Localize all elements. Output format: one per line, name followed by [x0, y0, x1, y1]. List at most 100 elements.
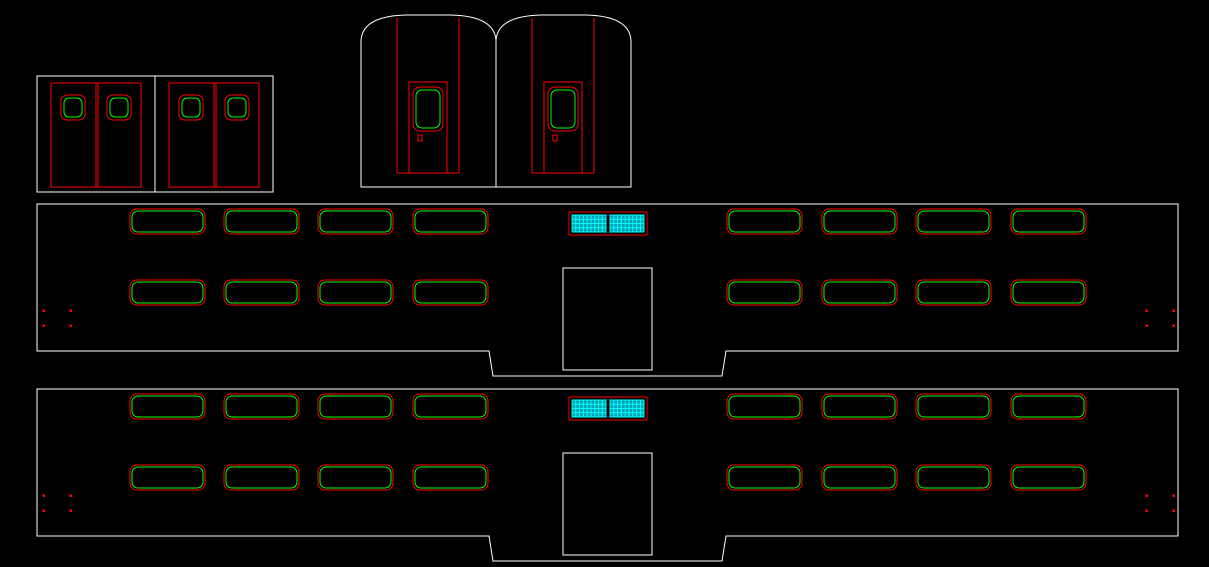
marker-dot — [69, 509, 72, 512]
side-window-frame — [1010, 464, 1087, 491]
side-window-glass — [917, 466, 990, 489]
side-window-frame — [726, 393, 803, 420]
side-window-frame — [726, 464, 803, 491]
side-window-frame — [129, 208, 206, 235]
side-window-frame — [317, 393, 394, 420]
double-door-panel — [154, 75, 274, 193]
door-panel-outline — [154, 75, 274, 193]
marker-dot — [1145, 309, 1148, 312]
side-window-glass — [319, 466, 392, 489]
side-window-glass — [728, 281, 801, 304]
car-body-outline — [36, 203, 1179, 377]
side-window-frame — [1010, 393, 1087, 420]
side-window-frame — [317, 464, 394, 491]
marker-dot — [1172, 494, 1175, 497]
side-window-glass — [823, 210, 896, 233]
side-window-frame — [223, 393, 300, 420]
marker-dot — [42, 494, 45, 497]
vent-grille-frame — [568, 396, 648, 421]
end-door-window-glass — [415, 89, 441, 129]
side-window-glass — [319, 395, 392, 418]
side-window-frame — [317, 208, 394, 235]
side-window-frame — [412, 464, 489, 491]
car-end-profile — [360, 14, 497, 188]
end-door-window-frame — [412, 86, 444, 132]
side-window-frame — [129, 464, 206, 491]
door-window-frame — [60, 94, 86, 121]
marker-dot — [1145, 509, 1148, 512]
door-window-frame — [178, 94, 204, 121]
side-window-frame — [915, 208, 992, 235]
end-door-handle — [417, 134, 423, 142]
marker-dot — [1172, 509, 1175, 512]
side-window-glass — [225, 466, 298, 489]
side-window-frame — [915, 279, 992, 306]
side-window-glass — [414, 281, 487, 304]
vent-grille-frame — [568, 211, 648, 236]
side-window-glass — [131, 281, 204, 304]
side-window-glass — [728, 466, 801, 489]
side-window-frame — [129, 393, 206, 420]
door-window-glass — [227, 97, 247, 118]
side-window-glass — [823, 466, 896, 489]
side-window-glass — [823, 395, 896, 418]
marker-dot — [69, 309, 72, 312]
side-door-opening — [562, 267, 653, 371]
door-window-frame — [106, 94, 132, 121]
side-window-frame — [726, 279, 803, 306]
marker-dot — [42, 509, 45, 512]
side-window-glass — [319, 281, 392, 304]
end-door-window-frame — [547, 86, 579, 132]
car-end-elevations — [360, 14, 632, 188]
side-window-glass — [225, 395, 298, 418]
side-window-glass — [917, 395, 990, 418]
side-window-frame — [726, 208, 803, 235]
side-window-frame — [915, 464, 992, 491]
car-end-profile — [495, 14, 632, 188]
side-window-frame — [412, 279, 489, 306]
car-body-outline — [36, 388, 1179, 562]
marker-dot — [1172, 324, 1175, 327]
side-door-opening — [562, 452, 653, 556]
door-window-glass — [63, 97, 83, 118]
side-window-glass — [414, 395, 487, 418]
side-window-frame — [1010, 279, 1087, 306]
side-window-frame — [412, 208, 489, 235]
door-window-frame — [224, 94, 250, 121]
side-window-frame — [223, 208, 300, 235]
side-window-glass — [131, 466, 204, 489]
side-window-frame — [223, 464, 300, 491]
side-window-glass — [414, 466, 487, 489]
side-window-glass — [131, 210, 204, 233]
car-end-elevation — [360, 14, 497, 188]
marker-dot — [69, 494, 72, 497]
marker-dot — [69, 324, 72, 327]
side-window-glass — [917, 210, 990, 233]
double-door-panel — [36, 75, 156, 193]
side-window-glass — [1012, 466, 1085, 489]
door-window-glass — [109, 97, 129, 118]
side-window-glass — [728, 210, 801, 233]
side-window-glass — [728, 395, 801, 418]
side-window-frame — [915, 393, 992, 420]
side-window-frame — [223, 279, 300, 306]
side-window-frame — [821, 464, 898, 491]
side-window-glass — [1012, 395, 1085, 418]
end-door-frame — [543, 81, 583, 174]
side-window-glass — [225, 210, 298, 233]
side-window-glass — [917, 281, 990, 304]
side-window-frame — [317, 279, 394, 306]
side-window-frame — [821, 279, 898, 306]
side-window-frame — [129, 279, 206, 306]
car-side-elevation-1 — [36, 203, 1179, 377]
marker-dot — [1172, 309, 1175, 312]
car-side-elevation-2 — [36, 388, 1179, 562]
side-window-frame — [412, 393, 489, 420]
marker-dot — [1145, 324, 1148, 327]
marker-dot — [42, 324, 45, 327]
side-window-glass — [319, 210, 392, 233]
side-window-glass — [823, 281, 896, 304]
side-window-glass — [1012, 210, 1085, 233]
end-door-handle — [552, 134, 558, 142]
